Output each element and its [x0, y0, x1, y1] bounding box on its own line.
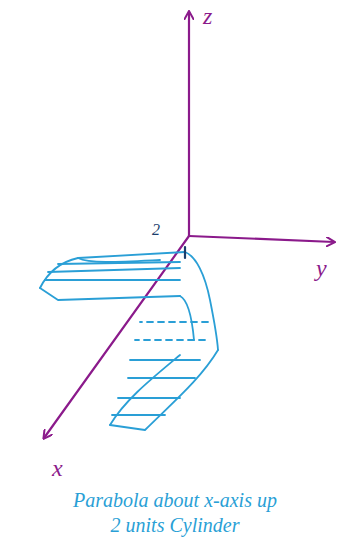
axis-label: y [316, 256, 327, 280]
axis-label: x [52, 456, 63, 480]
y-axis [189, 236, 334, 242]
height-value: 2 [152, 222, 160, 238]
axis-label: z [203, 4, 212, 28]
caption: Parabola about x-axis up 2 units Cylinde… [70, 488, 280, 538]
parabolic-cylinder [40, 247, 218, 430]
z-axis [188, 12, 190, 236]
